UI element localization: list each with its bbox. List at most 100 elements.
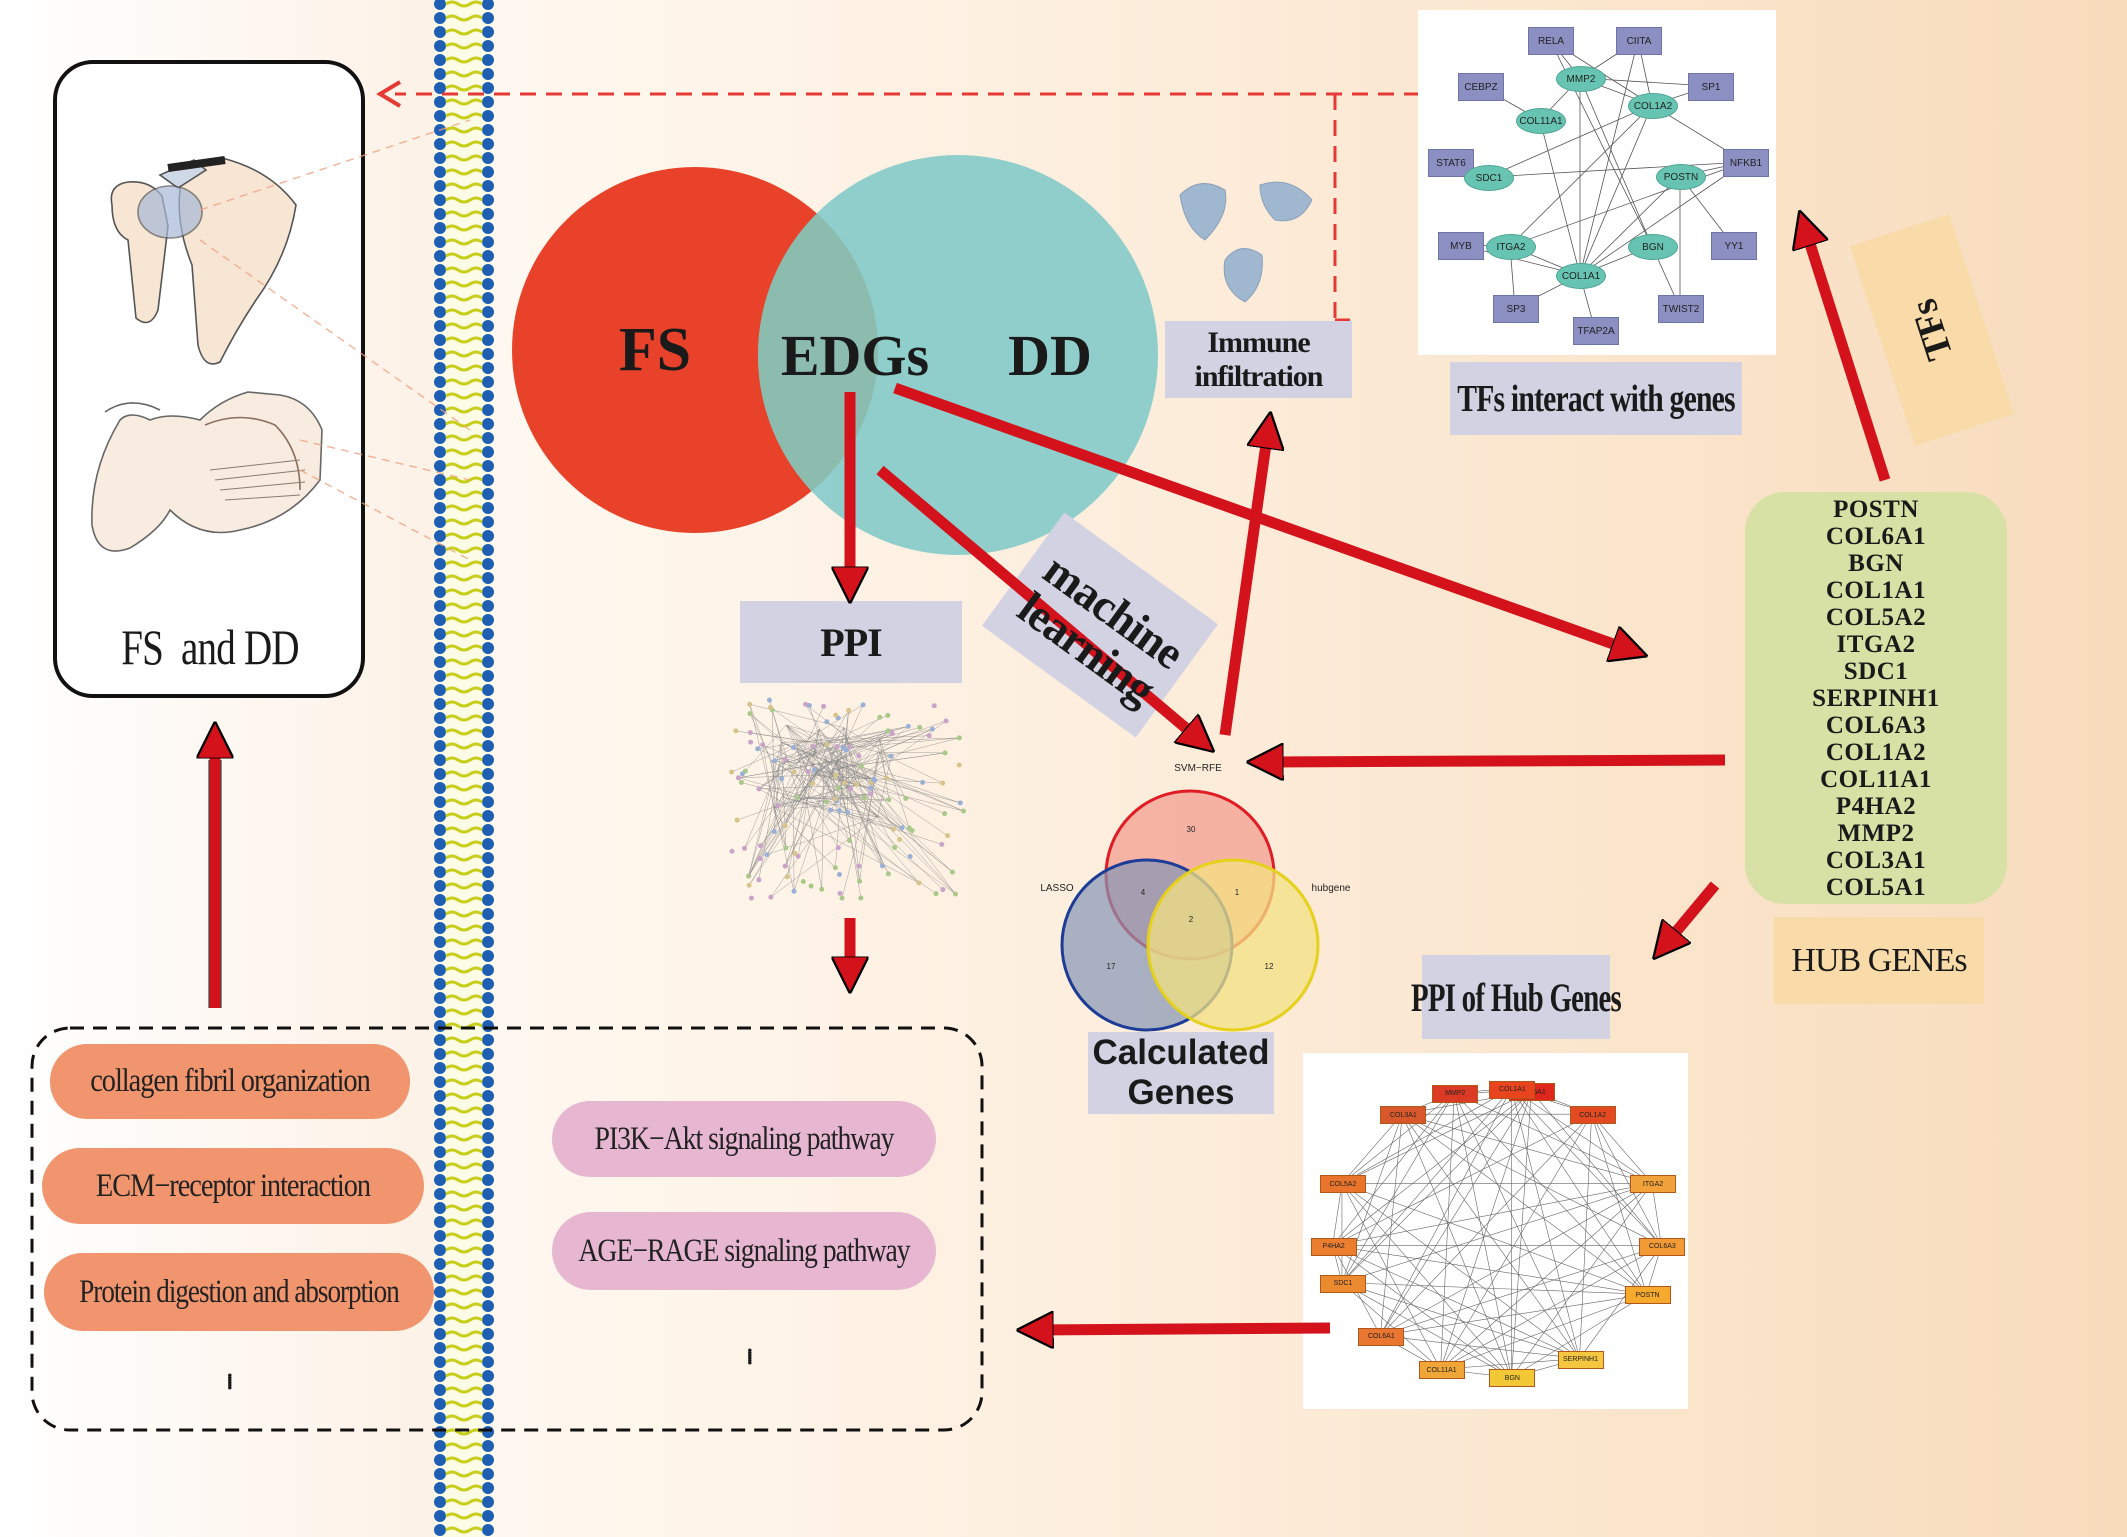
hub-network-node: COL3A1 — [1380, 1106, 1427, 1125]
small-venn-count-all: 2 — [1188, 914, 1194, 924]
gene-node: COL1A1 — [1556, 263, 1606, 289]
pathway-collagen: collagen fibril organization — [90, 1063, 371, 1099]
calc-genes-box — [1088, 1032, 1274, 1114]
tf-node: TFAP2A — [1573, 317, 1619, 345]
small-venn-count-lasso-svm: 4 — [1140, 887, 1146, 897]
small-venn-count-hub-only: 12 — [1264, 961, 1274, 971]
tf-node: YY1 — [1711, 232, 1757, 260]
tf-node: NFKB1 — [1723, 149, 1769, 177]
hub-gene-item: COL5A1 — [1825, 873, 1927, 901]
gene-node: SDC1 — [1464, 165, 1514, 191]
tf-node: SP1 — [1688, 73, 1734, 101]
hub-genes-box — [1745, 492, 2007, 904]
pathway-protein: Protein digestion and absorption — [79, 1273, 399, 1310]
gene-node: BGN — [1628, 234, 1678, 260]
hub-gene-item: COL6A1 — [1825, 522, 1927, 550]
venn-label-fs: FS — [618, 315, 692, 384]
small-venn-count-lasso-only: 17 — [1106, 961, 1116, 971]
ellipsis-right: ...... — [743, 1347, 768, 1363]
ppi-box — [740, 601, 962, 683]
venn-label-dd: DD — [1008, 322, 1092, 388]
ppi-hub-box — [1422, 955, 1610, 1039]
small-venn-set-svm: SVM−RFE — [1174, 762, 1222, 774]
hub-gene-item: COL6A3 — [1825, 711, 1927, 739]
tf-node: CEBPZ — [1458, 73, 1504, 101]
hub-title-box — [1774, 917, 1984, 1004]
hub-network-node: BGN — [1489, 1369, 1536, 1388]
pill-bg-4 — [552, 1101, 936, 1177]
arrow-edg-to-hub — [893, 382, 1630, 650]
tfs-interact-box — [1450, 362, 1742, 435]
tf-node: RELA — [1528, 27, 1574, 55]
hub-network-node: P4HA2 — [1310, 1237, 1357, 1256]
hub-network-node: SDC1 — [1319, 1274, 1366, 1293]
hub-network-node: COL1A1 — [1489, 1080, 1536, 1099]
pill-bg-2 — [42, 1148, 424, 1224]
ppi-label: PPI — [820, 619, 882, 665]
immune-box — [1165, 321, 1352, 398]
hub-network-node: ITGA2 — [1630, 1175, 1677, 1194]
hub-gene-item: SERPINH1 — [1812, 684, 1940, 712]
pathway-frame — [30, 1026, 984, 1432]
guide-lines — [199, 119, 471, 561]
arrow-hubnet-to-pathway — [1035, 1328, 1331, 1330]
arrow-hub-to-ppi — [1665, 881, 1720, 945]
hub-gene-item: ITGA2 — [1836, 630, 1916, 658]
immune-cells-icon — [1179, 181, 1313, 303]
dashed-arrowhead — [376, 80, 402, 108]
arrow-hub-to-tfs — [1805, 228, 1891, 482]
small-venn-count-svm-hub: 1 — [1234, 887, 1240, 897]
small-venn-hub — [1146, 858, 1320, 1032]
shoulder-illustration — [110, 156, 297, 365]
arrow-hub-to-calc — [1265, 760, 1726, 762]
red-arrows — [215, 228, 1891, 1330]
hub-gene-item: COL1A2 — [1825, 738, 1927, 766]
tf-node: MYB — [1438, 232, 1484, 260]
hub-gene-item: SDC1 — [1843, 657, 1909, 685]
hub-network-node: COL5A2 — [1319, 1175, 1366, 1194]
tfs-box — [1850, 214, 2014, 446]
hub-gene-item: P4HA2 — [1835, 792, 1917, 820]
arrow-calc-to-immune — [1219, 430, 1268, 736]
hub-gene-item: POSTN — [1833, 495, 1919, 523]
left-panel-frame — [53, 60, 365, 698]
pill-bg-5 — [552, 1212, 936, 1290]
tfs-interact-label: TFs interact with genes — [1457, 377, 1735, 420]
arrow-ml — [876, 465, 1200, 740]
hub-network-node: COL11A1 — [1418, 1361, 1465, 1380]
small-venn-set-lasso: LASSO — [1040, 882, 1074, 894]
hub-network-node: COL1A2 — [1569, 1106, 1616, 1125]
dashed-feedback-line — [395, 92, 1420, 322]
small-venn-set-hubgene: hubgene — [1311, 882, 1351, 894]
hand-illustration — [91, 391, 323, 552]
gene-node: POSTN — [1656, 164, 1706, 190]
small-venn-count-svm-only: 30 — [1186, 824, 1196, 834]
hub-network-node: COL6A1 — [1358, 1327, 1405, 1346]
hub-network-edges — [1332, 1088, 1662, 1378]
venn-label-edgs: EDGs — [780, 322, 930, 388]
ellipsis-left: ...... — [223, 1372, 248, 1388]
hub-network-node: COL6A3 — [1639, 1237, 1686, 1256]
pathway-ecm: ECM−receptor interaction — [95, 1167, 371, 1204]
pathway-age-rage: AGE−RAGE signaling pathway — [578, 1232, 910, 1269]
membrane-strip — [434, 0, 494, 1537]
pathway-pi3k: PI3K−Akt signaling pathway — [594, 1120, 895, 1157]
calc-genes-label: Calculated Genes — [1092, 1033, 1270, 1112]
arrow-outlines — [208, 760, 222, 1008]
ppi-network-thumbnail — [729, 697, 966, 901]
gene-node: COL11A1 — [1516, 108, 1566, 134]
hub-network-node: SERPINH1 — [1557, 1350, 1604, 1369]
tf-node: CIITA — [1616, 27, 1662, 55]
hub-gene-item: COL11A1 — [1820, 765, 1932, 793]
gene-node: MMP2 — [1556, 66, 1606, 92]
hub-gene-item: BGN — [1848, 549, 1904, 577]
small-venn — [1060, 789, 1320, 1032]
pill-bg-1 — [50, 1044, 410, 1119]
tf-node: SP3 — [1493, 295, 1539, 323]
pill-bg-3 — [44, 1253, 434, 1331]
ppi-hub-label: PPI of Hub Genes — [1410, 974, 1622, 1020]
gene-node: COL1A2 — [1628, 93, 1678, 119]
